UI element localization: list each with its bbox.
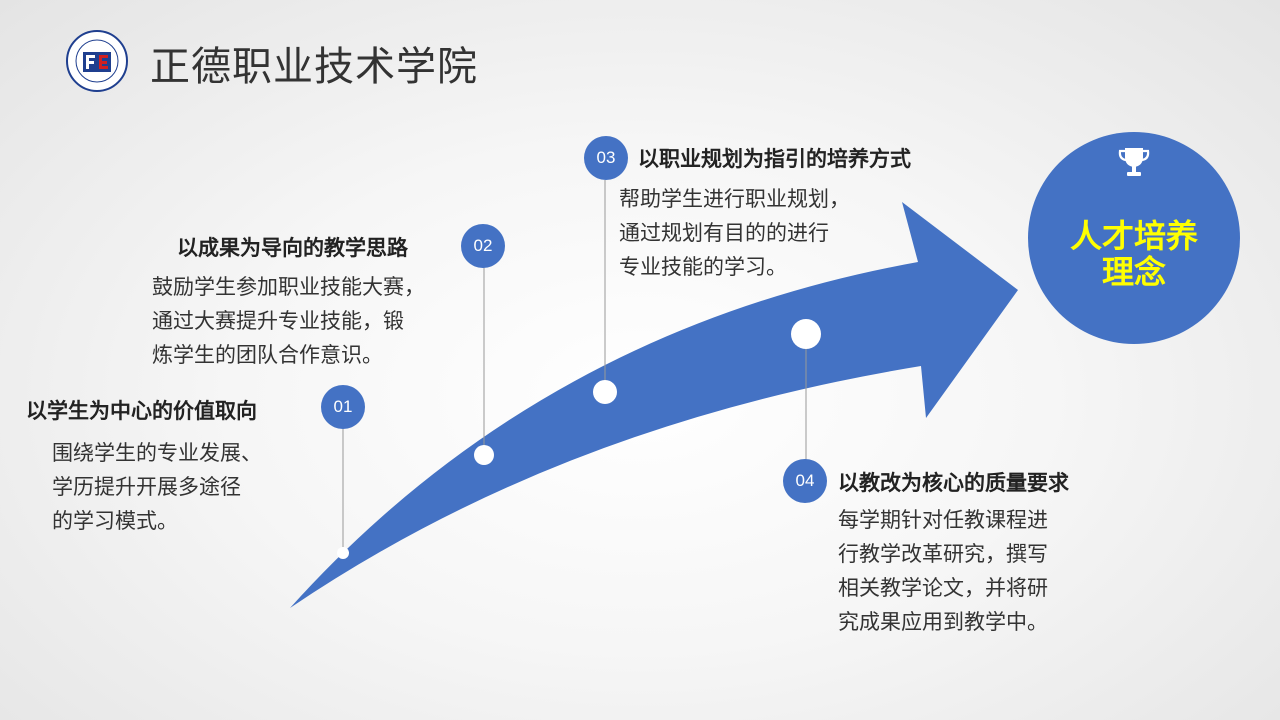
school-name: 正德职业技术学院 [150,44,478,90]
badge-02: 02 [461,224,505,268]
school-logo [66,30,128,92]
talent-cultivation-circle: 人才培养 理念 [1028,132,1240,344]
item-desc-04: 每学期针对任教课程进 行教学改革研究，撰写 相关教学论文，并将研 究成果应用到教… [838,508,1048,634]
milestone-dot-01 [337,547,349,559]
badge-04: 04 [783,459,827,503]
goal-label: 人才培养 理念 [1069,217,1198,291]
trophy-icon [1118,148,1150,176]
item-desc-03: 帮助学生进行职业规划， 通过规划有目的的进行 专业技能的学习。 [619,187,850,279]
item-title-01: 以学生为中心的价值取向 [26,399,257,423]
item-desc-02: 鼓励学生参加职业技能大赛， 通过大赛提升专业技能，锻 炼学生的团队合作意识。 [152,275,425,367]
item-title-04: 以教改为核心的质量要求 [838,471,1069,495]
milestone-dot-04 [791,319,821,349]
badge-01: 01 [321,385,365,429]
item-desc-01: 围绕学生的专业发展、 学历提升开展多途径 的学习模式。 [52,441,262,533]
item-title-02: 以成果为导向的教学思路 [177,236,408,260]
badge-03: 03 [584,136,628,180]
item-title-03: 以职业规划为指引的培养方式 [638,147,911,171]
milestone-dot-03 [593,380,617,404]
milestone-dot-02 [474,445,494,465]
